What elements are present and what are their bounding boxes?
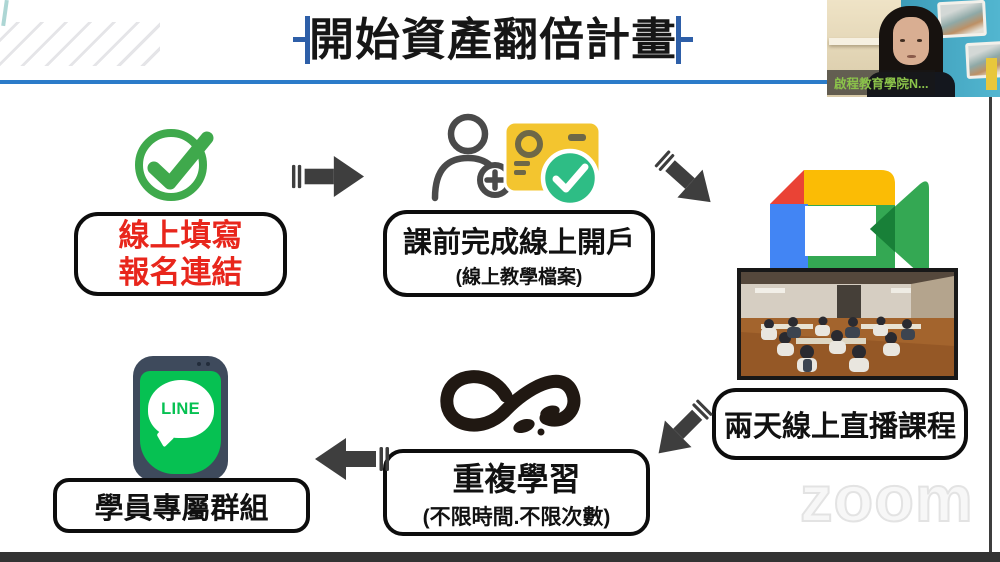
webcam-shelf: [829, 38, 897, 45]
id-card-check-icon: [502, 115, 604, 211]
line-logo-text: LINE: [161, 400, 200, 418]
title-divider-line: [0, 80, 827, 84]
arrow-right-icon: [291, 155, 365, 198]
classroom-photo: [737, 268, 958, 380]
step-account-box: 課前完成線上開戶 (線上教學檔案): [383, 210, 655, 297]
participant-name-label: 啟程教育學院N...: [827, 70, 936, 95]
title-bracket-right-icon: [676, 10, 693, 70]
person-add-icon: [430, 110, 514, 202]
repeat-title: 重複學習: [452, 461, 581, 497]
repeat-subtitle: (不限時間.不限次數): [422, 506, 611, 529]
register-line2: 報名連結: [118, 255, 243, 290]
register-line1: 線上填寫: [118, 217, 243, 253]
step-live-box: 兩天線上直播課程: [712, 388, 968, 460]
slide-title-block: 開始資產翻倍計畫: [293, 10, 693, 70]
webcam-yellow-object: [986, 58, 997, 90]
corner-hatch-decoration: [0, 22, 160, 66]
arrow-down-right-icon: [647, 142, 724, 217]
check-circle-icon: [129, 117, 219, 209]
live-title: 兩天線上直播課程: [723, 411, 956, 443]
title-bracket-left-icon: [293, 10, 310, 70]
slide-title: 開始資產翻倍計畫: [308, 14, 677, 65]
account-title: 課前完成線上開戶: [402, 226, 635, 259]
account-subtitle: (線上教學檔案): [455, 266, 583, 288]
arrow-left-icon: [314, 437, 390, 481]
infinity-footsteps-icon: [420, 352, 588, 452]
video-frame-right-edge: [989, 97, 992, 552]
zoom-watermark: zoom: [799, 462, 974, 535]
group-title: 學員專屬群組: [94, 492, 269, 525]
step-group-box: 學員專屬群組: [53, 478, 310, 533]
webcam-video-tile[interactable]: 啟程教育學院N...: [827, 0, 1000, 97]
webcam-person-face: [893, 17, 929, 65]
webcam-picture-frame: [937, 0, 987, 39]
arrow-down-left-icon: [644, 392, 720, 468]
step-repeat-box: 重複學習 (不限時間.不限次數): [383, 449, 650, 536]
line-logo-bubble: LINE: [147, 380, 214, 438]
line-app-phone-icon: LINE: [133, 356, 228, 481]
video-frame-bottom-edge: [0, 552, 1000, 562]
step-register-box: 線上填寫 報名連結: [74, 212, 287, 296]
